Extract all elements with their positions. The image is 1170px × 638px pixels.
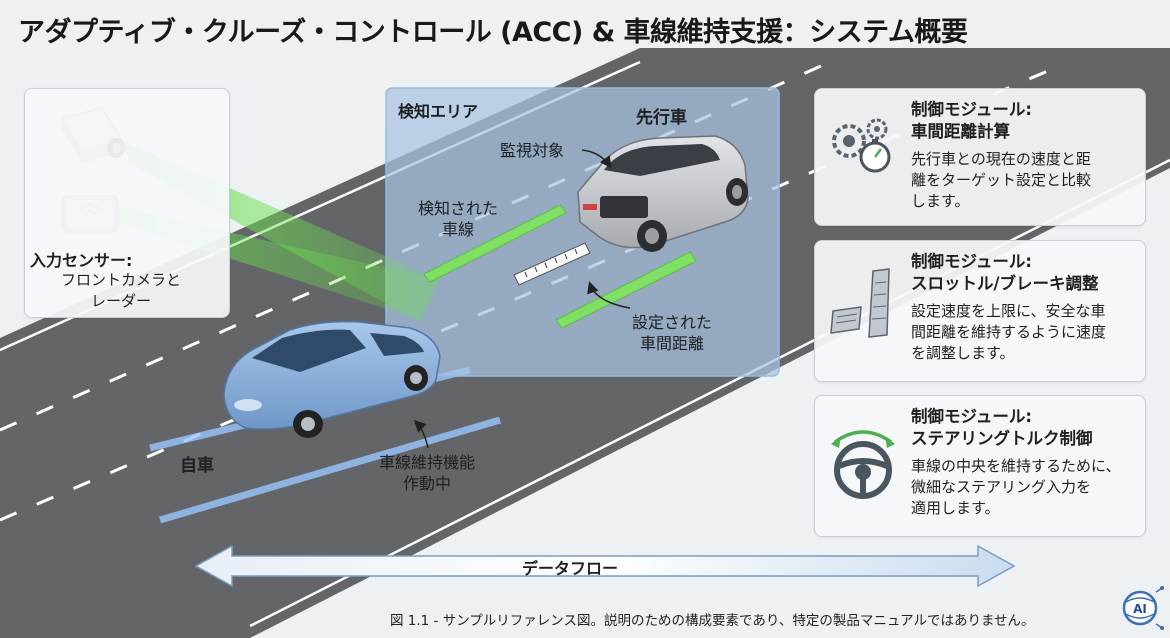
module-title: 制御モジュール: 車間距離計算 (911, 99, 1139, 143)
module-title-line: 制御モジュール: (911, 100, 1032, 119)
set-gap-line: 車間距離 (639, 334, 704, 353)
detected-lane-label: 検知された 車線 (404, 198, 512, 240)
data-flow-label: データフロー (522, 559, 619, 578)
callout-arrow (587, 281, 631, 309)
module-title-line: 制御モジュール: (911, 407, 1032, 426)
ai-logo-text: AI (1133, 602, 1147, 616)
module-desc-line: 適用します。 (911, 499, 1000, 517)
lead-vehicle-label: 先行車 (636, 108, 687, 128)
detected-lane-band (423, 204, 567, 283)
data-flow-arrow (194, 544, 1016, 588)
ego-lane-glow (159, 416, 501, 524)
module-title-line: 制御モジュール: (911, 252, 1032, 271)
module-title: 制御モジュール: ステアリングトルク制御 (911, 406, 1139, 450)
sensor-desc: フロントカメラと レーダー (36, 270, 206, 312)
lane-keep-line: 車線維持機能 (378, 453, 475, 472)
sensor-title: 入力センサー: (30, 251, 133, 270)
road-edge-line (249, 158, 1170, 628)
module-desc: 車線の中央を維持するために、 微細なステアリング入力を 適用します。 (911, 456, 1139, 519)
module-desc-line: 車線の中央を維持するために、 (911, 457, 1121, 475)
pedals-icon (830, 268, 890, 338)
set-gap-line: 設定された (631, 313, 712, 332)
gears-stopwatch-icon (832, 118, 891, 173)
detected-lane-line: 車線 (441, 220, 474, 239)
module-title-line: ステアリングトルク制御 (911, 429, 1093, 448)
page-title: アダプティブ・クルーズ・コントロール (ACC) & 車線維持支援：システム概要 (18, 17, 968, 48)
steering-wheel-icon (831, 430, 895, 499)
callout-arrow (413, 419, 429, 449)
module-desc: 先行車との現在の速度と距 離をターゲット設定と比較 します。 (911, 149, 1139, 212)
detected-lane-band (555, 251, 697, 329)
module-desc-line: を調整します。 (911, 344, 1015, 362)
lane-keep-line: 作動中 (402, 474, 451, 493)
set-gap-label: 設定された 車間距離 (618, 312, 726, 354)
module-title: 制御モジュール: スロットル/ブレーキ調整 (911, 251, 1139, 295)
module-desc-line: 設定速度を上限に、安全な車 (911, 302, 1106, 320)
figure-caption: 図 1.1 - サンプルリファレンス図。説明のための構成要素であり、特定の製品マ… (390, 613, 1035, 629)
lane-keep-label: 車線維持機能 作動中 (362, 452, 492, 494)
lead-vehicle (577, 135, 749, 252)
ego-vehicle-label: 自車 (180, 456, 214, 476)
ai-logo-icon: AI (1122, 586, 1164, 630)
module-desc-line: 微細なステアリング入力を (911, 478, 1092, 496)
callout-arrow (581, 149, 612, 169)
module-desc: 設定速度を上限に、安全な車 間距離を維持するように速度 を調整します。 (911, 301, 1139, 364)
module-title-line: 車間距離計算 (911, 122, 1010, 141)
module-panel-gap-calc: 制御モジュール: 車間距離計算 先行車との現在の速度と距 離をターゲット設定と比… (814, 88, 1146, 226)
module-desc-line: します。 (911, 192, 970, 210)
sensor-panel (24, 88, 230, 318)
ego-vehicle (223, 320, 441, 438)
module-desc-line: 先行車との現在の速度と距 (911, 150, 1091, 168)
module-title-line: スロットル/ブレーキ調整 (911, 274, 1099, 293)
sensor-desc-line: レーダー (90, 292, 151, 310)
detected-lane-line: 検知された (417, 199, 498, 218)
module-panel-steering: 制御モジュール: ステアリングトルク制御 車線の中央を維持するために、 微細なス… (814, 395, 1146, 537)
module-desc-line: 離をターゲット設定と比較 (911, 171, 1092, 189)
monitored-target-label: 監視対象 (500, 141, 565, 160)
module-panel-throttle-brake: 制御モジュール: スロットル/ブレーキ調整 設定速度を上限に、安全な車 間距離を… (814, 240, 1146, 382)
module-desc-line: 間距離を維持するように速度 (911, 323, 1107, 341)
detection-area-label: 検知エリア (398, 102, 479, 121)
sensor-desc-line: フロントカメラと (60, 271, 181, 289)
gap-ruler (513, 242, 591, 286)
